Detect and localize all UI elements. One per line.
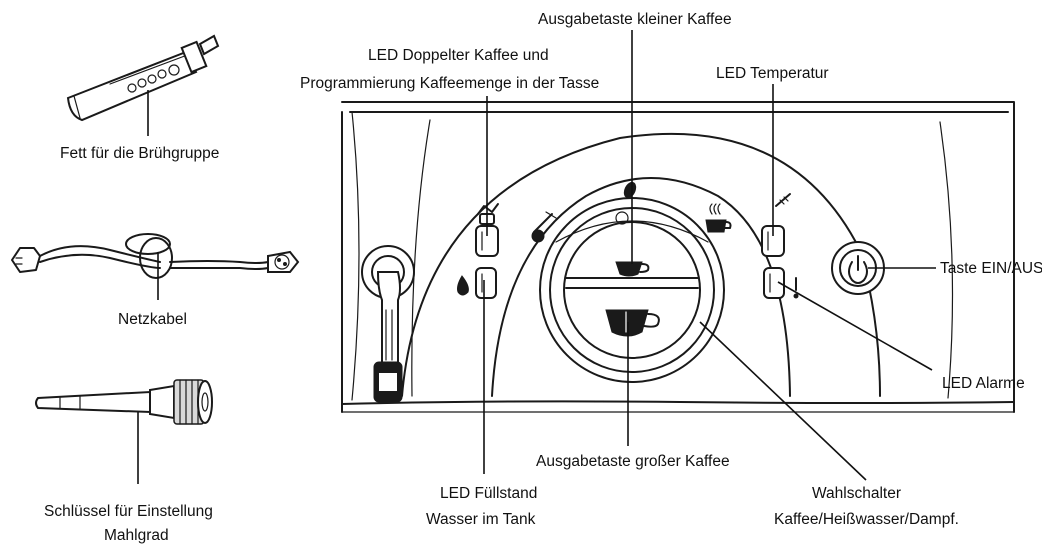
label-power-button: Taste EIN/AUS bbox=[940, 260, 1042, 277]
power-button[interactable] bbox=[831, 241, 885, 295]
selector-dial[interactable] bbox=[539, 197, 725, 383]
steam-knob-icon bbox=[531, 211, 557, 243]
power-icon bbox=[848, 255, 868, 284]
steam-wand bbox=[361, 245, 415, 403]
label-led-double-line2: Programmierung Kaffeemenge in der Tasse bbox=[300, 75, 599, 92]
large-cup-icon[interactable] bbox=[605, 309, 660, 337]
grease-tube-icon bbox=[66, 34, 220, 122]
coffee-bean-icon bbox=[623, 181, 637, 199]
water-drop-icon bbox=[457, 275, 469, 296]
label-led-water-line2: Wasser im Tank bbox=[426, 511, 536, 528]
grinder-key-icon bbox=[35, 379, 213, 425]
label-selector-line2: Kaffee/Heißwasser/Dampf. bbox=[774, 511, 959, 528]
label-selector-line1: Wahlschalter bbox=[812, 485, 901, 502]
thermometer-icon bbox=[775, 193, 791, 207]
label-key-line1: Schlüssel für Einstellung bbox=[44, 503, 213, 520]
label-cable: Netzkabel bbox=[118, 311, 187, 328]
led-alarm bbox=[763, 267, 785, 299]
label-large-coffee-button: Ausgabetaste großer Kaffee bbox=[536, 453, 730, 470]
label-led-temperature: LED Temperatur bbox=[716, 65, 829, 82]
small-cup-icon[interactable] bbox=[615, 261, 650, 277]
steam-icon bbox=[477, 203, 499, 225]
power-cable-icon bbox=[11, 233, 300, 279]
label-led-alarms: LED Alarme bbox=[942, 375, 1025, 392]
label-led-double-line1: LED Doppelter Kaffee und bbox=[368, 47, 549, 64]
hot-cup-icon bbox=[705, 203, 732, 233]
label-grease: Fett für die Brühgruppe bbox=[60, 145, 219, 162]
label-led-water-line1: LED Füllstand bbox=[440, 485, 537, 502]
led-water-level bbox=[475, 267, 497, 299]
label-key-line2: Mahlgrad bbox=[104, 527, 169, 544]
label-small-coffee-button: Ausgabetaste kleiner Kaffee bbox=[538, 11, 732, 28]
exclamation-icon bbox=[793, 277, 799, 299]
